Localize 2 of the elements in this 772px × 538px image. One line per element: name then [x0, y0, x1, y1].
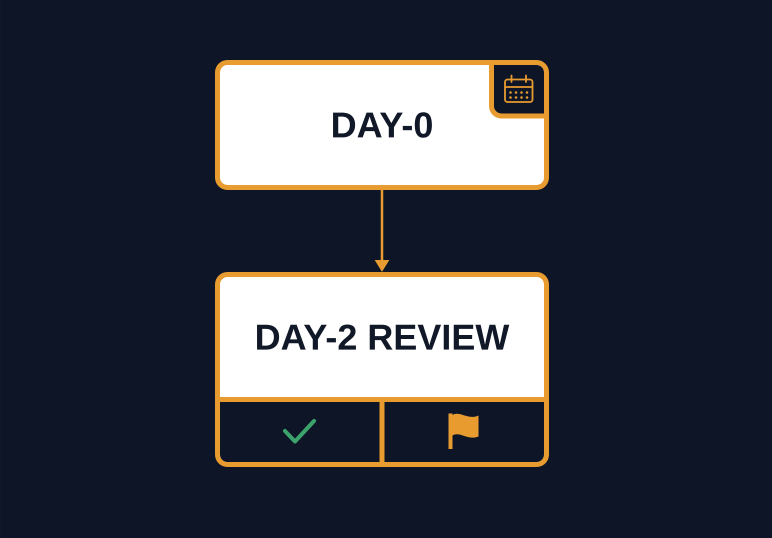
process-box: DAY-2 REVIEW: [215, 272, 549, 467]
process-box: DAY-0: [215, 60, 549, 190]
